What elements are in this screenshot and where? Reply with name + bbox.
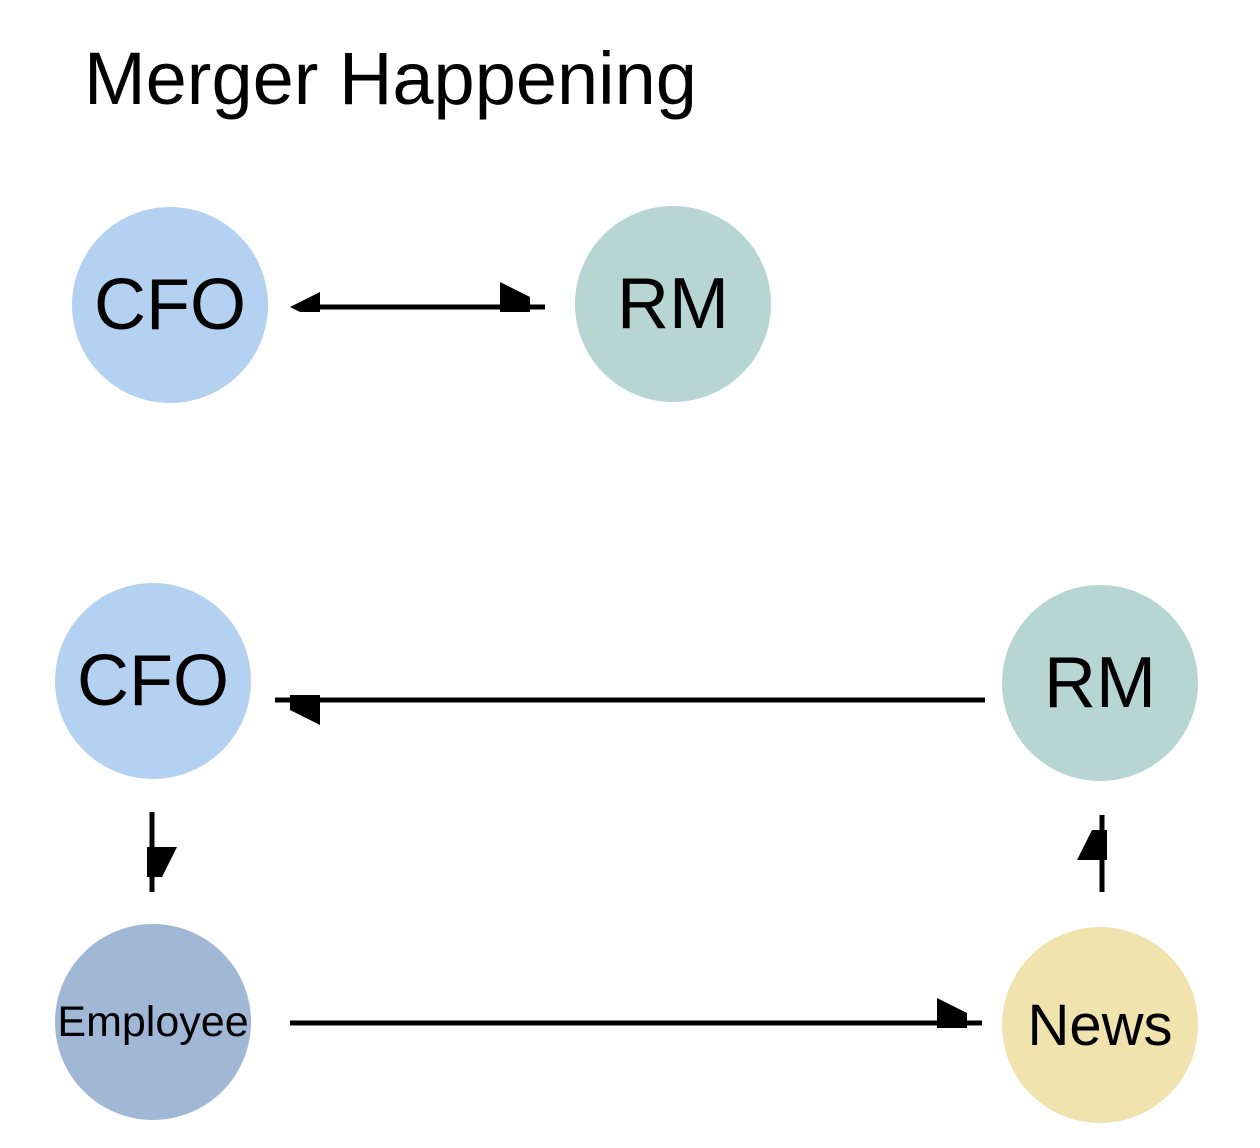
- node-rm-bottom-label: RM: [1044, 643, 1156, 723]
- node-employee: Employee: [55, 924, 251, 1120]
- node-cfo-bottom: CFO: [55, 583, 251, 779]
- node-news-label: News: [1027, 992, 1173, 1058]
- node-rm-bottom: RM: [1002, 585, 1198, 781]
- diagram-title: Merger Happening: [84, 37, 697, 120]
- node-employee-label: Employee: [57, 997, 249, 1046]
- node-rm-top-label: RM: [617, 264, 729, 344]
- node-cfo-bottom-label: CFO: [77, 641, 229, 721]
- node-cfo-top-label: CFO: [94, 265, 246, 345]
- node-news: News: [1002, 927, 1198, 1123]
- node-cfo-top: CFO: [72, 207, 268, 403]
- node-rm-top: RM: [575, 206, 771, 402]
